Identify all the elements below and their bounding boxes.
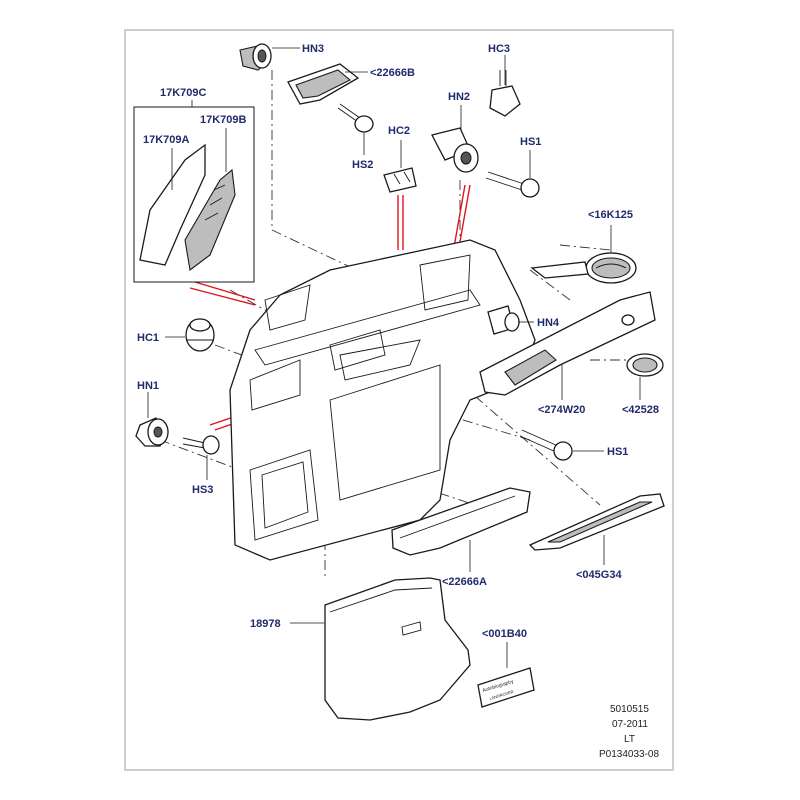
label-274w20: <274W20 xyxy=(538,404,585,416)
label-17k709c: 17K709C xyxy=(160,87,207,99)
reference-line-4: P0134033-08 xyxy=(599,749,659,760)
label-hn3: HN3 xyxy=(302,43,324,55)
hn4-nut xyxy=(487,305,534,335)
diagram-frame xyxy=(124,29,674,771)
label-hc3: HC3 xyxy=(488,43,510,55)
label-hn1: HN1 xyxy=(137,380,159,392)
label-hc1: HC1 xyxy=(137,332,159,344)
label-17k709a: 17K709A xyxy=(143,134,190,146)
hs1-mid-screw xyxy=(519,429,604,461)
label-hc2: HC2 xyxy=(388,125,410,137)
lamp-045g34 xyxy=(528,493,665,565)
reference-block: 5010515 07-2011 LT P0134033-08 xyxy=(599,704,659,760)
17k709b-switchpack xyxy=(184,168,236,271)
badge-42528 xyxy=(626,353,664,400)
label-22666a: <22666A xyxy=(442,576,487,588)
hc3-clip xyxy=(489,55,521,117)
reference-line-1: 5010515 xyxy=(610,704,649,715)
label-001b40: <001B40 xyxy=(482,628,527,640)
hs1-top-screw xyxy=(485,150,540,198)
armrest-22666a xyxy=(391,487,531,572)
label-hn4: HN4 xyxy=(537,317,560,329)
label-hn2: HN2 xyxy=(448,91,470,103)
door-trim-panel xyxy=(229,239,536,561)
reference-line-2: 07-2011 xyxy=(612,719,648,730)
hs2-screw xyxy=(337,103,374,155)
reference-line-3: LT xyxy=(624,734,635,745)
label-16k125: <16K125 xyxy=(588,209,633,221)
label-hs3: HS3 xyxy=(192,484,213,496)
17k709c-box xyxy=(133,106,255,283)
17k709c-group xyxy=(133,100,255,283)
17k709a-trim xyxy=(139,143,206,266)
label-17k709b: 17K709B xyxy=(200,114,247,126)
hc1-clip xyxy=(165,318,215,352)
handle-22666b xyxy=(287,63,368,105)
label-22666b: <22666B xyxy=(370,67,415,79)
hn2-nut xyxy=(431,105,479,173)
label-045g34: <045G34 xyxy=(576,569,622,581)
hs3-screw xyxy=(182,435,220,480)
label-42528: <42528 xyxy=(622,404,659,416)
label-hs1-mid: HS1 xyxy=(607,446,628,458)
label-18978: 18978 xyxy=(250,618,281,630)
badge-16k125 xyxy=(530,225,637,284)
badge-001b40: Autobiography LANDROVER xyxy=(477,642,535,708)
map-pocket-18978 xyxy=(290,577,471,721)
label-hs2: HS2 xyxy=(352,159,373,171)
label-hs1-top: HS1 xyxy=(520,136,541,148)
hn1-nut xyxy=(135,392,169,447)
hc2-clip xyxy=(383,140,417,193)
hn3-clip xyxy=(239,43,300,71)
finisher-274w20 xyxy=(479,291,656,400)
